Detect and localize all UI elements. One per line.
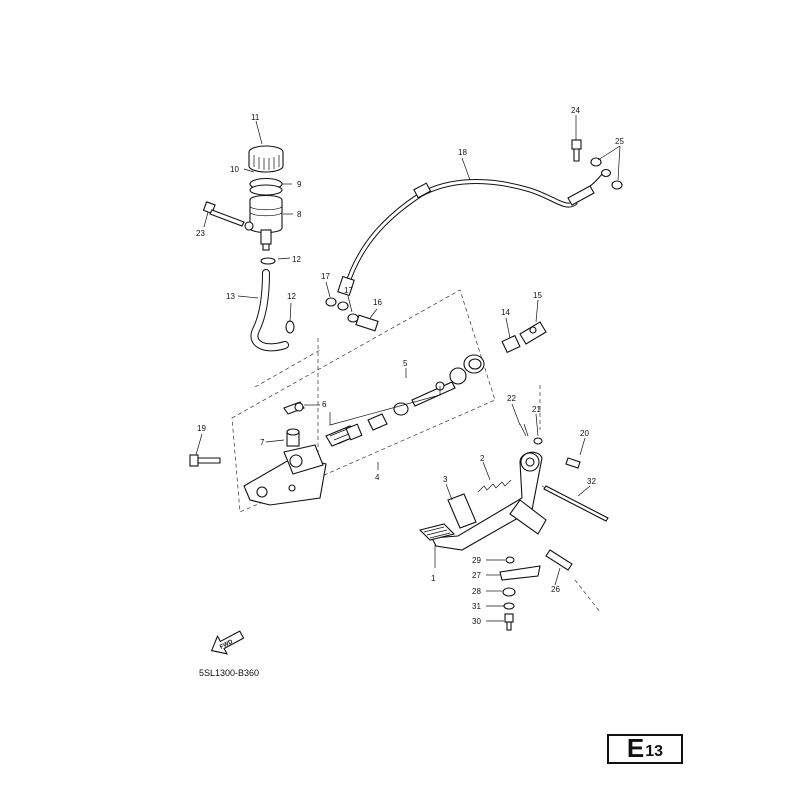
callout-1: 1 <box>431 574 436 583</box>
callout-4: 4 <box>375 473 380 482</box>
callout-11: 11 <box>251 113 260 122</box>
pins-20-21-22 <box>519 423 581 469</box>
parts-27-31 <box>499 556 541 631</box>
callout-numbers: 1 2 3 4 5 6 7 8 9 10 11 12 12 13 14 15 1… <box>196 106 624 626</box>
callout-12b: 12 <box>287 292 296 301</box>
callout-29: 29 <box>472 556 481 565</box>
brake-hose-18 <box>337 168 612 311</box>
callout-12a: 12 <box>292 255 301 264</box>
spring-2 <box>477 479 512 493</box>
callout-28: 28 <box>472 587 481 596</box>
parts-6-7 <box>283 401 305 447</box>
union-bolt-16 <box>325 297 379 332</box>
callout-17b: 17 <box>344 286 353 295</box>
reservoir-hose-13 <box>250 257 295 352</box>
page-letter: E <box>626 733 645 763</box>
callout-20: 20 <box>580 429 589 438</box>
bolt-19 <box>189 454 221 467</box>
callout-17a: 17 <box>321 272 330 281</box>
leader-lines <box>195 115 621 622</box>
callout-6: 6 <box>322 400 327 409</box>
callout-8: 8 <box>297 210 302 219</box>
bolt-23 <box>202 201 245 227</box>
callout-22: 22 <box>507 394 516 403</box>
callout-31: 31 <box>472 602 481 611</box>
diagram-code: 5SL1300-B360 <box>199 668 259 678</box>
piston-kit-5 <box>325 354 485 447</box>
page-badge: E 13 <box>607 734 683 764</box>
callout-18: 18 <box>458 148 467 157</box>
callout-23: 23 <box>196 229 205 238</box>
brake-pedal-1 <box>418 451 547 551</box>
fwd-arrow-icon: FWD <box>210 630 245 655</box>
callout-15: 15 <box>533 291 542 300</box>
callout-3: 3 <box>443 475 448 484</box>
spring-26 <box>545 549 573 571</box>
rod-32 <box>543 485 609 522</box>
master-cylinder-kit-box <box>231 289 601 613</box>
callout-14: 14 <box>501 308 510 317</box>
callout-2: 2 <box>480 454 485 463</box>
page-number: 13 <box>645 743 664 760</box>
master-cylinder-body <box>243 444 327 506</box>
clevis-14-15 <box>501 321 547 354</box>
callout-5: 5 <box>403 359 408 368</box>
callout-32: 32 <box>587 477 596 486</box>
callout-26: 26 <box>551 585 560 594</box>
callout-16: 16 <box>373 298 382 307</box>
sleeve-3 <box>447 493 477 529</box>
callout-30: 30 <box>472 617 481 626</box>
callout-13: 13 <box>226 292 235 301</box>
bolt-24-washers-25 <box>571 139 623 190</box>
callout-10: 10 <box>230 165 239 174</box>
callout-7: 7 <box>260 438 265 447</box>
callout-19: 19 <box>197 424 206 433</box>
callout-25: 25 <box>615 137 624 146</box>
callout-21: 21 <box>532 405 541 414</box>
callout-9: 9 <box>297 180 302 189</box>
callout-24: 24 <box>571 106 580 115</box>
reservoir-assembly <box>244 145 284 251</box>
callout-27: 27 <box>472 571 481 580</box>
